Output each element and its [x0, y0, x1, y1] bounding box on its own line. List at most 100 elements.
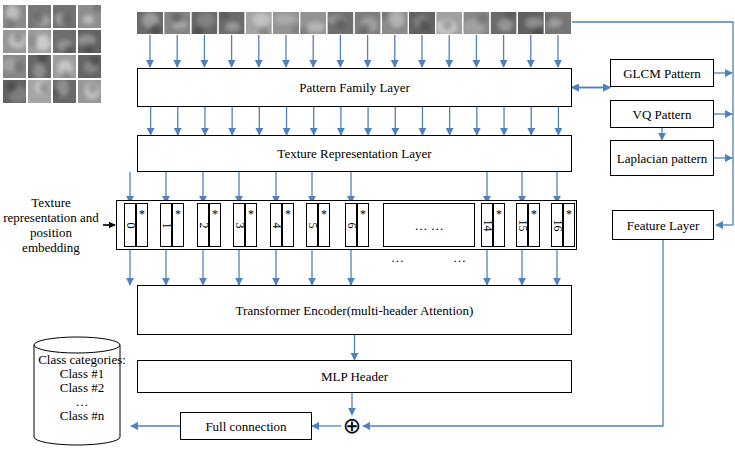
texture-patch: [409, 12, 435, 34]
arrow-line: [521, 247, 522, 285]
patch-dark: [84, 43, 93, 53]
patch-light: [252, 13, 271, 27]
arrow-line: [476, 107, 477, 135]
patch-dark: [93, 5, 101, 13]
patch-ground: [28, 30, 51, 53]
patch-ground: [28, 80, 51, 103]
texture-patch: [28, 80, 51, 103]
input-arrow: [204, 35, 205, 67]
arrow-line: [165, 247, 166, 285]
pattern-box: Laplacian pattern: [610, 140, 714, 176]
patch-light: [389, 12, 405, 28]
encoder-box: Transformer Encoder(multi-header Attenti…: [137, 285, 572, 335]
flow-arrow: [165, 172, 166, 203]
patch-dark: [150, 24, 160, 34]
patch-dark: [419, 20, 429, 31]
embedding-token: *: [318, 203, 330, 247]
embedding-token: *: [493, 203, 505, 247]
arrow-line: [572, 87, 610, 88]
node-label: Laplacian pattern: [617, 151, 708, 166]
position-token: 1: [160, 203, 172, 247]
sum-symbol: ⊕: [341, 415, 363, 437]
texture-patch: [78, 5, 101, 28]
arrow-line: [486, 247, 487, 285]
pattern-box: GLCM Pattern: [610, 59, 714, 87]
position-token: 6: [345, 203, 357, 247]
patch-ground: [164, 12, 190, 34]
fc-box: Full connection: [180, 412, 312, 440]
flow-arrow: [151, 107, 559, 135]
patch-light: [525, 17, 544, 29]
arrow-line: [340, 107, 341, 135]
texture-patch: [53, 30, 76, 53]
arrow-line: [202, 172, 203, 203]
flow-arrow: [275, 172, 276, 203]
cylinder-rim: [34, 345, 120, 353]
node-label: GLCM Pattern: [623, 66, 701, 81]
input-arrow: [394, 35, 395, 67]
texture-patch: [28, 5, 51, 28]
flow-arrow: [572, 87, 610, 88]
patch-dark: [7, 81, 16, 93]
patch-light: [34, 80, 49, 95]
position-token: 15: [516, 203, 528, 247]
flow-arrow: [521, 172, 522, 203]
embedding-mark: *: [285, 207, 291, 222]
texture-patch: [53, 5, 76, 28]
arrow-line: [259, 107, 260, 135]
patch-dark: [14, 60, 23, 72]
texture-patch: [3, 55, 26, 78]
patch-light: [85, 82, 100, 99]
texture-patch: [78, 80, 101, 103]
patch-dark: [545, 14, 551, 25]
node-label: Class #n: [60, 409, 104, 423]
node-label: Pattern Family Layer: [299, 80, 409, 95]
patch-ground: [28, 5, 51, 28]
texture-patch: [28, 30, 51, 53]
patch-dark: [533, 27, 543, 34]
arrow-line: [286, 107, 287, 135]
patch-dark: [14, 31, 23, 43]
flow-arrow: [312, 425, 341, 426]
patch-dark: [193, 27, 203, 34]
texture-patch: [355, 12, 381, 34]
texture-patch: [3, 80, 26, 103]
texture-patch: [3, 5, 26, 28]
embedding-token: *: [282, 203, 294, 247]
pattern-out-arrow: [714, 72, 732, 73]
flow-arrow: [238, 172, 239, 203]
node-label: VQ Pattern: [633, 107, 692, 122]
ellipsis-label: …: [390, 251, 405, 265]
patch-dark: [259, 28, 269, 34]
patch-ground: [436, 12, 462, 34]
pattern-box: VQ Pattern: [610, 100, 714, 128]
texture-patch: [53, 55, 76, 78]
texture-patch: [327, 12, 353, 34]
node-label: … …: [414, 218, 443, 233]
embedding-token: *: [528, 203, 540, 247]
flow-arrow: [350, 247, 351, 285]
arrow-line: [350, 247, 351, 285]
patch-dark: [61, 71, 70, 78]
input-arrows: [150, 35, 558, 67]
embedding-mark: *: [248, 207, 254, 222]
embedding-mark: *: [531, 207, 537, 222]
node-label: Texture Representation Layer: [277, 146, 431, 161]
patch-light: [436, 19, 456, 34]
patch-dark: [335, 18, 345, 29]
patch-dark: [53, 88, 59, 100]
patch-dark: [6, 18, 15, 28]
embedding-token: *: [563, 203, 575, 247]
layer-box: Texture Representation Layer: [137, 135, 572, 172]
patch-dark: [40, 82, 49, 94]
flow-arrow: [311, 172, 312, 203]
arrow-line: [129, 172, 130, 203]
flow-arrow: [311, 247, 312, 285]
arrow-line: [275, 172, 276, 203]
flow-arrow: [129, 247, 130, 285]
arrow-line: [165, 172, 166, 203]
flow-arrow: [354, 335, 355, 360]
patch-dark: [442, 20, 452, 31]
flow-arrow: [131, 425, 180, 426]
texture-patch: [436, 12, 462, 34]
